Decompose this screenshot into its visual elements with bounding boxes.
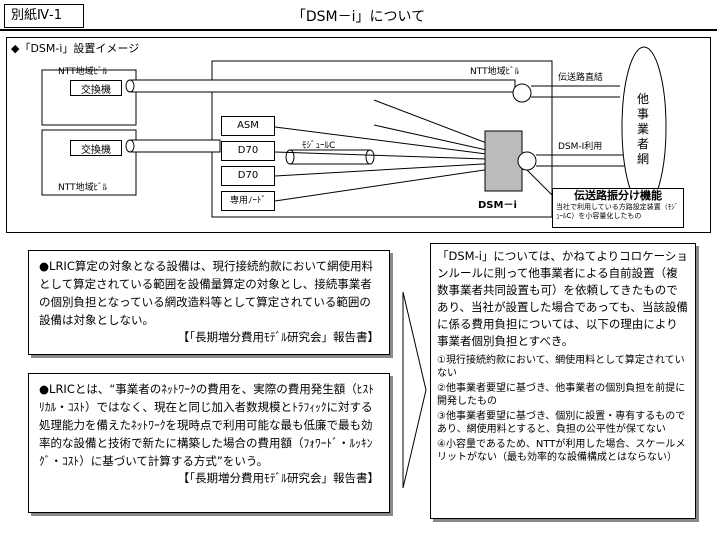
reason-item: ④小容量であるため、NTTが利用した場合、スケールメリットがない（最も効率的な設…: [437, 439, 686, 463]
lric-definition-panel: ●LRICとは、“事業者のﾈｯﾄﾜｰｸの費用を、実際の費用発生額（ﾋｽﾄﾘｶﾙ・…: [28, 373, 390, 513]
diagram-title: ◆「DSM-i」設置イメージ: [11, 42, 140, 55]
lric-definition-citation: 【「長期増分費用ﾓﾃﾞﾙ研究会」報告書】: [177, 471, 379, 485]
ntt-building-label-top-left: NTT地域ﾋﾞﾙ: [58, 67, 108, 77]
distribution-title: 伝送路振分け機能: [574, 189, 662, 202]
header-divider: [0, 29, 717, 31]
attachment-tag: 別紙Ⅳ-1: [4, 4, 84, 28]
distribution-note: 当社で利用している方路設定装置（ﾓｼﾞｭｰﾙC）を小容量化したもの: [556, 203, 679, 220]
equipment-asm: ASM: [221, 116, 275, 136]
module-c-label: ﾓｼﾞｭｰﾙC: [302, 141, 336, 151]
reason-list: ①現行接続約款において、網使用料として算定されていない ②他事業者要望に基づき、…: [431, 354, 695, 464]
ntt-building-label-main: NTT地域ﾋﾞﾙ: [470, 67, 520, 77]
equipment-d70-1: D70: [221, 141, 275, 161]
other-network-label: 他事業者網: [637, 92, 650, 166]
reason-item: ②他事業者要望に基づき、他事業者の個別負担を前提に開発したもの: [437, 383, 686, 407]
dsm-use-label: DSM-I利用: [558, 142, 603, 152]
lric-scope-citation: 【「長期増分費用ﾓﾃﾞﾙ研究会」報告書】: [177, 330, 379, 344]
switch-top: 交換機: [70, 80, 122, 96]
switch-bottom: 交換機: [70, 140, 122, 156]
dsm-cost-intro: 「DSM-i」については、かねてよりコロケーションルールに則って他事業者による自…: [437, 249, 688, 348]
lric-scope-panel: ●LRIC算定の対象となる設備は、現行接続約款において網使用料として算定されてい…: [28, 250, 390, 355]
lric-scope-text: ●LRIC算定の対象となる設備は、現行接続約款において網使用料として算定されてい…: [39, 259, 374, 327]
dsm-label: DSM－i: [478, 200, 517, 211]
page-title: 「DSM－i」について: [291, 9, 426, 25]
reason-item: ③他事業者要望に基づき、個別に設置・専有するものであり、網使用料とすると、負担の…: [437, 411, 686, 435]
ntt-building-label-bottom-left: NTT地域ﾋﾞﾙ: [58, 183, 108, 193]
equipment-d70-2: D70: [221, 166, 275, 186]
equipment-dedicated-node: 専用ﾉｰﾄﾞ: [221, 191, 275, 211]
reason-item: ①現行接続約款において、網使用料として算定されていない: [437, 355, 685, 379]
lric-definition-text: ●LRICとは、“事業者のﾈｯﾄﾜｰｸの費用を、実際の費用発生額（ﾋｽﾄﾘｶﾙ・…: [39, 382, 375, 468]
dsm-cost-panel: 「DSM-i」については、かねてよりコロケーションルールに則って他事業者による自…: [430, 243, 696, 519]
distribution-callout: 伝送路振分け機能 当社で利用している方路設定装置（ﾓｼﾞｭｰﾙC）を小容量化した…: [552, 188, 684, 228]
diagram-frame: [6, 37, 711, 233]
transmission-direct-label: 伝送路直結: [558, 73, 604, 83]
